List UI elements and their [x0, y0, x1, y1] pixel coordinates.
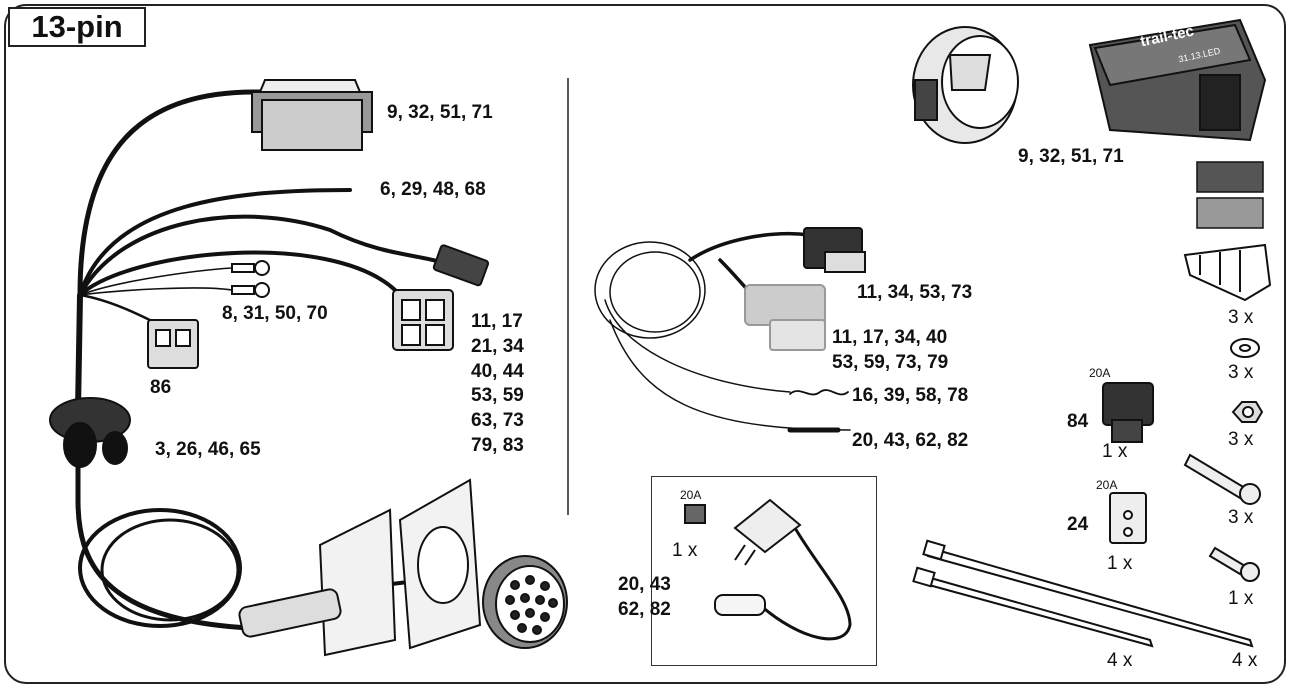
qty-fuse-holder: 1 x — [1102, 441, 1128, 462]
relay-plug — [147, 319, 199, 369]
screw — [1208, 546, 1260, 582]
label-fuse-84: 84 — [1067, 411, 1089, 432]
qty-clips: 3 x — [1228, 307, 1254, 328]
velcro-strips — [1196, 161, 1264, 229]
small-black-plug — [432, 244, 490, 287]
label-connector-stack-6: 79, 83 — [471, 435, 524, 456]
label-grommet: 3, 26, 46, 65 — [155, 439, 261, 460]
module-box — [1088, 18, 1267, 142]
fuse-tap-box — [651, 476, 877, 666]
label-relay-plug: 86 — [150, 377, 172, 398]
label-connector-stack-2: 21, 34 — [471, 336, 524, 357]
socket-head — [482, 555, 568, 649]
socket-housing — [912, 26, 1019, 144]
qty-bolts: 3 x — [1228, 507, 1254, 528]
qty-tie-left: 4 x — [1107, 650, 1133, 671]
grommet — [49, 397, 131, 468]
fuse-tap — [684, 498, 852, 641]
clip — [1183, 243, 1272, 302]
bolt — [1183, 453, 1261, 505]
label-connector-stack-1: 11, 17 — [471, 311, 523, 332]
label-clear-connector-1: 11, 17, 34, 40 — [832, 327, 948, 348]
label-connector-stack-3: 40, 44 — [471, 361, 524, 382]
diagram-frame — [4, 4, 1286, 684]
cable-ties — [912, 539, 1254, 648]
label-twisted-wires: 16, 39, 58, 78 — [852, 385, 969, 406]
fuse-holder-24 — [1109, 492, 1147, 544]
washer — [1230, 338, 1260, 358]
label-connector-stack-5: 63, 73 — [471, 410, 524, 431]
rating-fuse-24: 20A — [1096, 478, 1118, 492]
label-fuse-24: 24 — [1067, 514, 1089, 535]
label-fuse-tap-2: 62, 82 — [618, 599, 671, 620]
ring-terminals — [231, 260, 270, 298]
qty-fuse-tap-fuse: 1 x — [672, 540, 698, 561]
top-connector — [251, 79, 373, 151]
label-wire-end: 6, 29, 48, 68 — [380, 179, 486, 200]
label-ring-terminals: 8, 31, 50, 70 — [222, 303, 328, 324]
label-fuse-tap-1: 20, 43 — [618, 574, 671, 595]
qty-washers: 3 x — [1228, 362, 1254, 383]
qty-small-fuse-holder: 1 x — [1107, 553, 1133, 574]
label-black-wire: 20, 43, 62, 82 — [852, 430, 969, 451]
socket-sleeve — [238, 588, 342, 638]
qty-tie-right: 4 x — [1232, 650, 1258, 671]
nut — [1231, 401, 1264, 423]
fuse-holder-84 — [1102, 382, 1154, 443]
label-module: 9, 32, 51, 71 — [1018, 146, 1124, 167]
label-top-connector: 9, 32, 51, 71 — [387, 102, 493, 123]
label-clear-connector-2: 53, 59, 73, 79 — [832, 352, 949, 373]
label-connector-stack-4: 53, 59 — [471, 385, 524, 406]
label-black-connector: 11, 34, 53, 73 — [857, 282, 973, 303]
socket-plates — [318, 478, 482, 657]
white-connector — [392, 289, 454, 351]
main-harness — [75, 89, 472, 631]
qty-nuts: 3 x — [1228, 429, 1254, 450]
black-connector — [803, 227, 866, 273]
rating-fuse-tap: 20A — [680, 488, 702, 502]
rating-fuse-84: 20A — [1089, 366, 1111, 380]
clear-connector — [744, 284, 826, 351]
qty-screw: 1 x — [1228, 588, 1254, 609]
page-title: 13-pin — [8, 7, 146, 47]
